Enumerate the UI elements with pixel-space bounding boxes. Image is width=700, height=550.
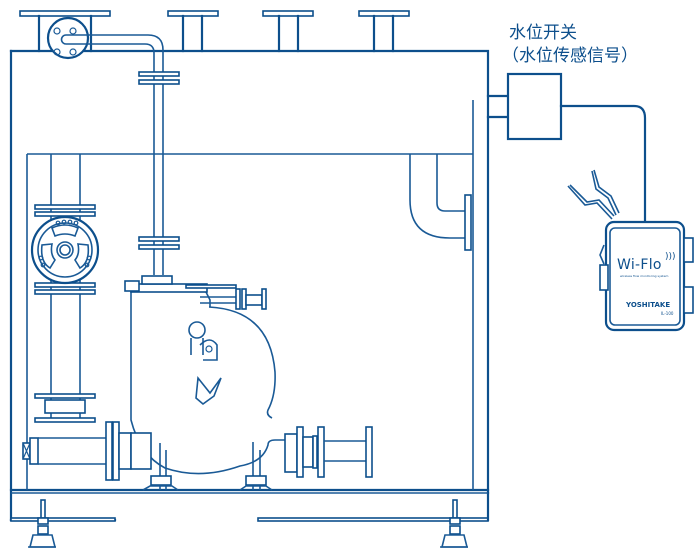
discharge-pipe [284, 426, 373, 478]
vent-pipe [60, 34, 180, 275]
wifi-icon: ))) [665, 252, 676, 262]
overflow-elbow [409, 154, 472, 251]
top-nozzle-1 [19, 10, 111, 53]
inlet-flange [46, 16, 90, 60]
top-nozzle-3 [262, 10, 314, 53]
adjustable-foot-left [28, 499, 57, 548]
model-label: IL-100 [661, 311, 674, 316]
yoshitake-logo-icon [195, 375, 222, 406]
wireless-signal-icon [567, 169, 620, 220]
water-level-switch-label: 水位开关 [509, 23, 577, 43]
wi-flo-device [599, 220, 694, 332]
water-level-signal-label: （水位传感信号） [502, 46, 638, 66]
main-pump [124, 275, 295, 491]
wi-flo-tagline: wireless flow monitoring system [620, 274, 669, 278]
suction-pipe [22, 421, 132, 481]
wi-flo-brand: Wi-Flo [617, 257, 662, 273]
adjustable-foot-right [440, 499, 469, 548]
top-nozzle-2 [167, 10, 219, 53]
circulation-pump [30, 215, 100, 285]
water-level-switch [486, 72, 647, 224]
left-vertical-pipe [34, 154, 96, 423]
top-nozzle-4 [358, 10, 410, 53]
tank [9, 10, 490, 522]
maker-label: YOSHITAKE [626, 301, 671, 309]
